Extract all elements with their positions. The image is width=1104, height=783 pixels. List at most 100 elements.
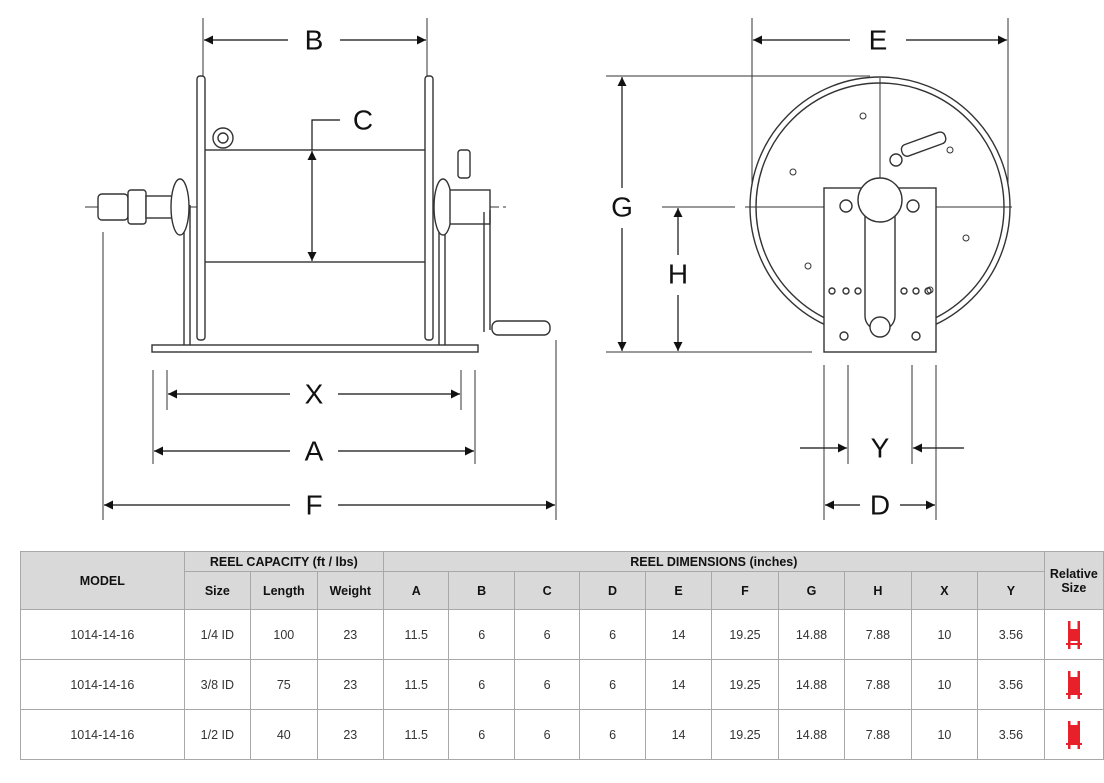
header-dim-g: G <box>777 571 846 610</box>
dim-label-c: C <box>353 105 373 136</box>
crank-handle <box>491 320 551 336</box>
mount-hole-right <box>911 331 921 341</box>
cell-dim-d: 6 <box>579 609 646 660</box>
cell-dim-f: 19.25 <box>711 709 779 760</box>
dim-label-x: X <box>305 379 324 410</box>
swivel-hub <box>145 195 173 219</box>
cell-dim-h: 7.88 <box>844 609 912 660</box>
front-view <box>606 18 1012 520</box>
header-relative-size: Relative Size <box>1043 551 1104 610</box>
hub-center <box>857 177 903 223</box>
right-flange <box>424 75 434 341</box>
header-relative-size-line1: Relative <box>1049 566 1098 581</box>
cell-dim-c: 6 <box>513 709 581 760</box>
header-dim-b: B <box>448 571 515 610</box>
cell-length: 75 <box>250 659 318 710</box>
cell-dim-e: 14 <box>644 709 713 760</box>
header-relative-size-line2: Size <box>1061 580 1087 595</box>
cell-relative-size <box>1043 659 1104 710</box>
cell-dim-g: 14.88 <box>777 609 846 660</box>
dim-label-e: E <box>869 25 888 56</box>
header-dim-x: X <box>910 571 979 610</box>
hub-bolt-left <box>839 199 853 213</box>
spec-table: MODEL REEL CAPACITY (ft / lbs) REEL DIME… <box>20 551 1104 760</box>
cell-dim-f: 19.25 <box>711 659 779 710</box>
cell-dim-h: 7.88 <box>844 659 912 710</box>
cell-dim-g: 14.88 <box>777 659 846 710</box>
cell-dim-d: 6 <box>579 709 646 760</box>
cell-dim-b: 6 <box>448 659 515 710</box>
reel-dimension-drawing: B C X A F E G H Y D <box>85 18 1012 521</box>
arm-bottom-pivot <box>869 316 891 338</box>
mount-hole-left <box>839 331 849 341</box>
table-header-row-group: MODEL REEL CAPACITY (ft / lbs) REEL DIME… <box>20 551 1104 610</box>
red-spool-icon <box>1065 720 1082 749</box>
cell-model: 1014-14-16 <box>20 659 185 710</box>
cell-model: 1014-14-16 <box>20 609 185 660</box>
hub-bolt-right <box>906 199 920 213</box>
cell-dim-h: 7.88 <box>844 709 912 760</box>
cell-dim-e: 14 <box>644 609 713 660</box>
cell-weight: 23 <box>316 659 385 710</box>
dim-c-leader <box>311 119 340 150</box>
header-dim-y: Y <box>977 571 1045 610</box>
header-model: MODEL <box>20 551 185 610</box>
header-size: Size <box>183 571 252 610</box>
top-fitting-core <box>217 132 229 144</box>
left-hub <box>170 178 190 236</box>
brake-knob <box>457 149 471 179</box>
stand-hole-3 <box>854 287 862 295</box>
cell-dim-a: 11.5 <box>383 609 450 660</box>
cell-dim-g: 14.88 <box>777 709 846 760</box>
cell-dim-b: 6 <box>448 609 515 660</box>
cell-dim-y: 3.56 <box>977 609 1045 660</box>
cell-relative-size <box>1043 609 1104 660</box>
table-row: 1014-14-16 1/4 ID 100 23 11.5 6 6 6 14 1… <box>20 609 1104 660</box>
cell-dim-e: 14 <box>644 659 713 710</box>
dim-label-f: F <box>305 490 322 521</box>
cell-dim-b: 6 <box>448 709 515 760</box>
header-weight: Weight <box>316 571 385 610</box>
flange-bolts <box>789 112 970 294</box>
swivel-nut <box>127 189 147 225</box>
stand-hole-4 <box>900 287 908 295</box>
table-row: 1014-14-16 1/2 ID 40 23 11.5 6 6 6 14 19… <box>20 709 1104 760</box>
side-view <box>85 18 557 520</box>
cell-size: 3/8 ID <box>183 659 252 710</box>
cell-dim-x: 10 <box>910 709 979 760</box>
dim-label-y: Y <box>871 433 890 464</box>
drum <box>202 149 428 263</box>
dim-label-b: B <box>305 25 324 56</box>
header-dim-f: F <box>711 571 779 610</box>
lever-knob <box>889 153 903 167</box>
header-dim-c: C <box>513 571 581 610</box>
red-spool-icon <box>1065 670 1082 699</box>
base-plate <box>151 344 479 353</box>
dim-label-a: A <box>305 436 324 467</box>
left-flange <box>196 75 206 341</box>
header-dim-d: D <box>579 571 646 610</box>
cell-relative-size <box>1043 709 1104 760</box>
cell-model: 1014-14-16 <box>20 709 185 760</box>
header-dim-h: H <box>844 571 912 610</box>
cell-weight: 23 <box>316 609 385 660</box>
stand-hole-1 <box>828 287 836 295</box>
right-hub <box>433 178 453 236</box>
dim-label-d: D <box>870 490 890 521</box>
header-dim-a: A <box>383 571 450 610</box>
cell-dim-y: 3.56 <box>977 709 1045 760</box>
dim-label-g: G <box>611 192 633 223</box>
stand-hole-5 <box>912 287 920 295</box>
header-dimensions-group: REEL DIMENSIONS (inches) <box>383 551 1045 572</box>
header-capacity-group: REEL CAPACITY (ft / lbs) <box>183 551 385 572</box>
table-header-row-columns: Size Length Weight A B C D E F G H X Y <box>21 571 1104 610</box>
cell-dim-d: 6 <box>579 659 646 710</box>
cell-dim-c: 6 <box>513 609 581 660</box>
top-fitting <box>212 127 234 149</box>
cell-dim-f: 19.25 <box>711 609 779 660</box>
side-view-dimensions <box>104 35 555 510</box>
cell-dim-a: 11.5 <box>383 659 450 710</box>
header-length: Length <box>250 571 318 610</box>
stand-hole-2 <box>842 287 850 295</box>
cell-dim-x: 10 <box>910 609 979 660</box>
